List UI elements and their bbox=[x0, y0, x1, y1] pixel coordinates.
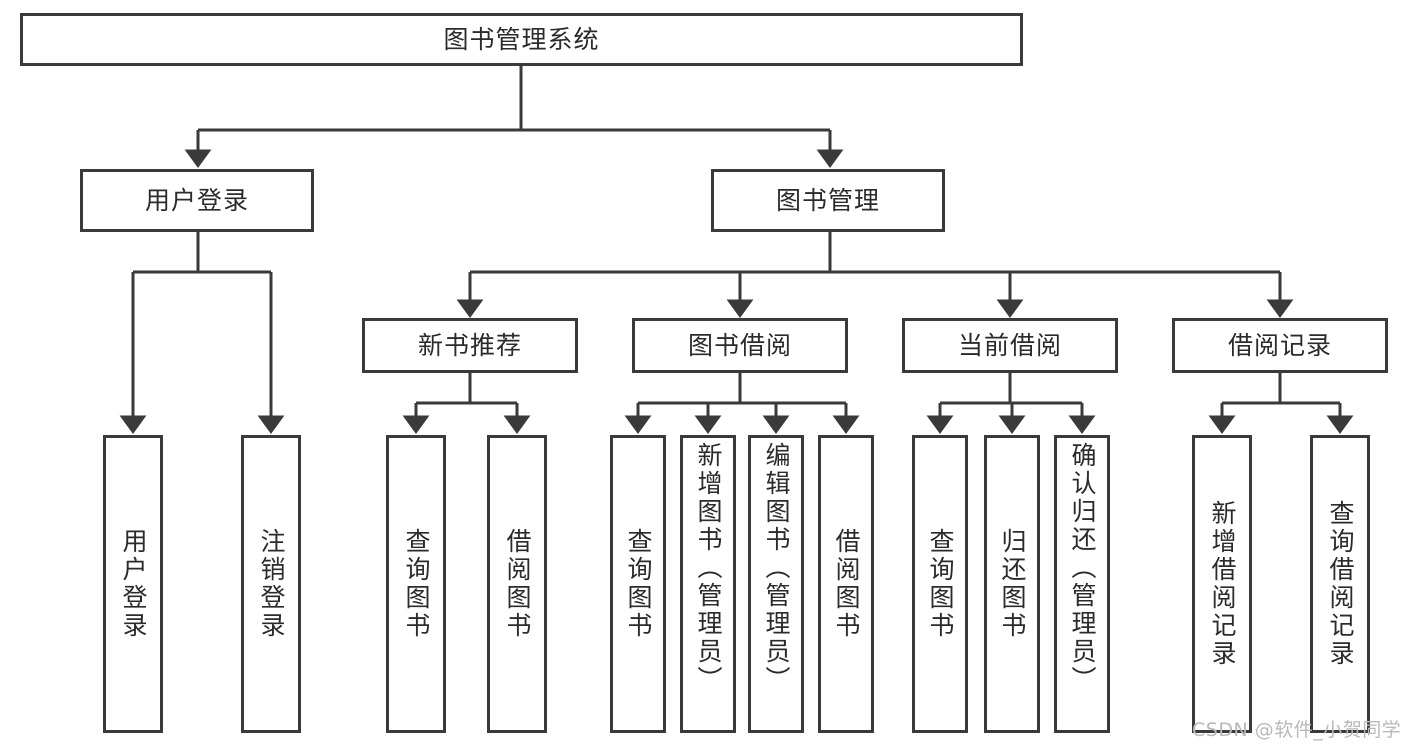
node-current-borrow-label: 当前借阅 bbox=[957, 330, 1062, 360]
node-leaf-confirm-return-label: 确认归还（管理员） bbox=[1068, 442, 1097, 694]
leaf-content: 查询图书 bbox=[389, 438, 443, 730]
node-root-label: 图书管理系统 bbox=[443, 24, 600, 54]
node-leaf-query-record[interactable]: 查询借阅记录 bbox=[1310, 435, 1370, 733]
node-leaf-borrow-book-bb-label: 借阅图书 bbox=[832, 528, 861, 640]
leaf-content: 借阅图书 bbox=[490, 438, 544, 730]
node-borrow-record[interactable]: 借阅记录 bbox=[1172, 318, 1388, 373]
node-book-manage[interactable]: 图书管理 bbox=[711, 169, 945, 232]
node-leaf-edit-book[interactable]: 编辑图书（管理员） bbox=[748, 435, 804, 733]
node-leaf-return-book-label: 归还图书 bbox=[998, 528, 1027, 640]
watermark: CSDN @软件_小贺同学 bbox=[1192, 719, 1402, 741]
leaf-content: 查询图书 bbox=[915, 438, 965, 730]
node-new-book-rec-label: 新书推荐 bbox=[417, 330, 522, 360]
leaf-content: 新增图书（管理员） bbox=[683, 438, 733, 734]
node-leaf-borrow-book-rec[interactable]: 借阅图书 bbox=[487, 435, 547, 733]
node-leaf-user-logout[interactable]: 注销登录 bbox=[241, 435, 301, 733]
node-borrow-record-label: 借阅记录 bbox=[1227, 330, 1332, 360]
node-root[interactable]: 图书管理系统 bbox=[20, 13, 1023, 66]
node-leaf-user-login-label: 用户登录 bbox=[119, 528, 148, 640]
node-book-borrow[interactable]: 图书借阅 bbox=[632, 318, 848, 373]
leaf-content: 用户登录 bbox=[106, 438, 160, 730]
node-leaf-query-book-bb[interactable]: 查询图书 bbox=[610, 435, 666, 733]
leaf-content: 新增借阅记录 bbox=[1195, 438, 1249, 730]
leaf-content: 借阅图书 bbox=[821, 438, 871, 730]
leaf-content: 查询借阅记录 bbox=[1313, 438, 1367, 730]
node-leaf-return-book[interactable]: 归还图书 bbox=[984, 435, 1040, 733]
leaf-content: 确认归还（管理员） bbox=[1057, 438, 1107, 734]
node-current-borrow[interactable]: 当前借阅 bbox=[902, 318, 1118, 373]
node-leaf-query-book-rec-label: 查询图书 bbox=[402, 528, 431, 640]
leaf-content: 查询图书 bbox=[613, 438, 663, 730]
node-book-borrow-label: 图书借阅 bbox=[687, 330, 792, 360]
node-leaf-user-login[interactable]: 用户登录 bbox=[103, 435, 163, 733]
node-leaf-add-record-label: 新增借阅记录 bbox=[1208, 500, 1237, 668]
leaf-content: 归还图书 bbox=[987, 438, 1037, 730]
node-leaf-add-book[interactable]: 新增图书（管理员） bbox=[680, 435, 736, 733]
node-leaf-borrow-book-bb[interactable]: 借阅图书 bbox=[818, 435, 874, 733]
node-leaf-confirm-return[interactable]: 确认归还（管理员） bbox=[1054, 435, 1110, 733]
node-user-login-label: 用户登录 bbox=[144, 185, 249, 215]
node-leaf-query-book-cb[interactable]: 查询图书 bbox=[912, 435, 968, 733]
node-leaf-query-book-cb-label: 查询图书 bbox=[926, 528, 955, 640]
node-leaf-add-book-label: 新增图书（管理员） bbox=[694, 442, 723, 694]
node-user-login[interactable]: 用户登录 bbox=[80, 169, 314, 232]
node-book-manage-label: 图书管理 bbox=[775, 185, 880, 215]
leaf-content: 编辑图书（管理员） bbox=[751, 438, 801, 734]
node-leaf-user-logout-label: 注销登录 bbox=[257, 528, 286, 640]
node-leaf-query-book-bb-label: 查询图书 bbox=[624, 528, 653, 640]
node-new-book-rec[interactable]: 新书推荐 bbox=[362, 318, 578, 373]
node-leaf-borrow-book-rec-label: 借阅图书 bbox=[503, 528, 532, 640]
leaf-content: 注销登录 bbox=[244, 438, 298, 730]
node-leaf-edit-book-label: 编辑图书（管理员） bbox=[762, 442, 791, 694]
node-leaf-query-book-rec[interactable]: 查询图书 bbox=[386, 435, 446, 733]
node-leaf-add-record[interactable]: 新增借阅记录 bbox=[1192, 435, 1252, 733]
node-leaf-query-record-label: 查询借阅记录 bbox=[1326, 500, 1355, 668]
